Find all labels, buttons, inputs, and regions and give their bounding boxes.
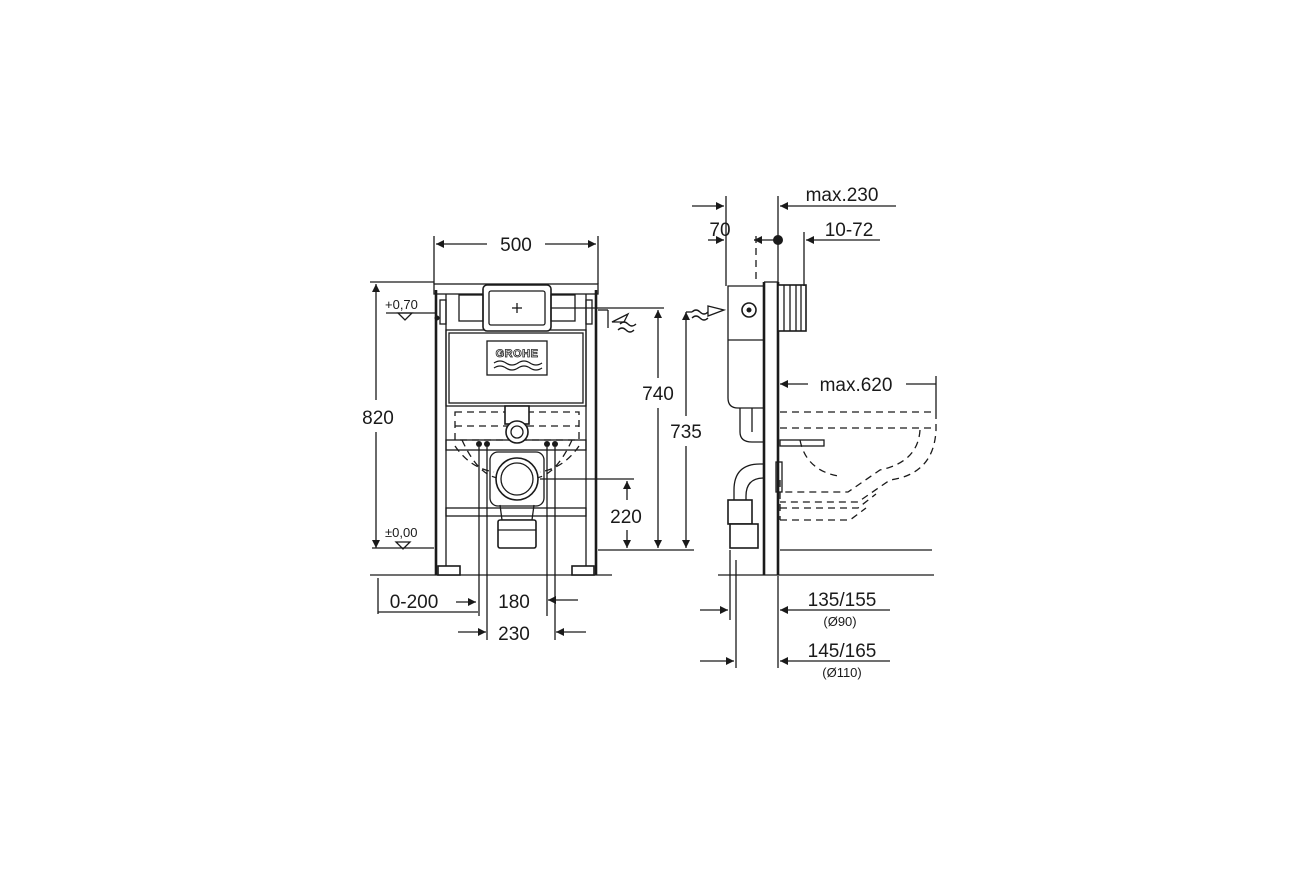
dim-110-note: (Ø110) — [822, 665, 862, 680]
level-marks: +0,70 ±0,00 — [372, 297, 436, 550]
dim-135-155-label: 135/155 — [808, 590, 877, 611]
dim-height-label: 820 — [362, 408, 394, 429]
dim-0-200: 0-200 — [377, 578, 478, 614]
dim-70-label: 70 — [709, 220, 730, 241]
dim-90-note: (Ø90) — [823, 614, 856, 629]
level-top-label: +0,70 — [385, 297, 418, 312]
dim-10-72: 10-72 — [803, 220, 880, 286]
outlet-pipe — [476, 405, 558, 549]
dim-height-820: 820 — [362, 281, 434, 548]
dim-230-label: 230 — [498, 624, 530, 645]
bowl-outline-side — [779, 411, 937, 521]
cistern: GROHE — [445, 284, 587, 407]
dim-10-72-label: 10-72 — [825, 220, 874, 241]
dim-145-165-label: 145/165 — [808, 641, 877, 662]
water-inlet-icon — [598, 309, 637, 333]
dim-max-620: max.620 — [780, 370, 937, 412]
dim-180-230: 180 230 — [458, 447, 586, 645]
dim-0-200-label: 0-200 — [390, 592, 439, 613]
side-frame — [686, 281, 807, 575]
front-view: GROHE — [362, 235, 702, 645]
dim-180-label: 180 — [498, 592, 530, 613]
dim-735-label: 735 — [670, 422, 702, 443]
dim-pipes: 135/155 (Ø90) 145/165 (Ø110) — [700, 550, 890, 680]
dim-740-735: 740 735 — [551, 307, 702, 551]
dim-width-500: 500 — [433, 235, 599, 284]
dim-max-230-label: max.230 — [806, 185, 879, 206]
level-floor-label: ±0,00 — [385, 525, 417, 540]
dim-740-label: 740 — [642, 384, 674, 405]
brand-plate — [486, 340, 548, 376]
dim-max-620-label: max.620 — [820, 375, 893, 396]
dim-70: 70 — [692, 196, 783, 286]
dim-width-label: 500 — [500, 235, 532, 256]
side-view: max.230 70 10-72 max.620 — [686, 185, 937, 680]
brand-logo: GROHE — [496, 348, 539, 360]
dim-220: 220 — [540, 478, 642, 548]
dim-220-label: 220 — [610, 507, 642, 528]
